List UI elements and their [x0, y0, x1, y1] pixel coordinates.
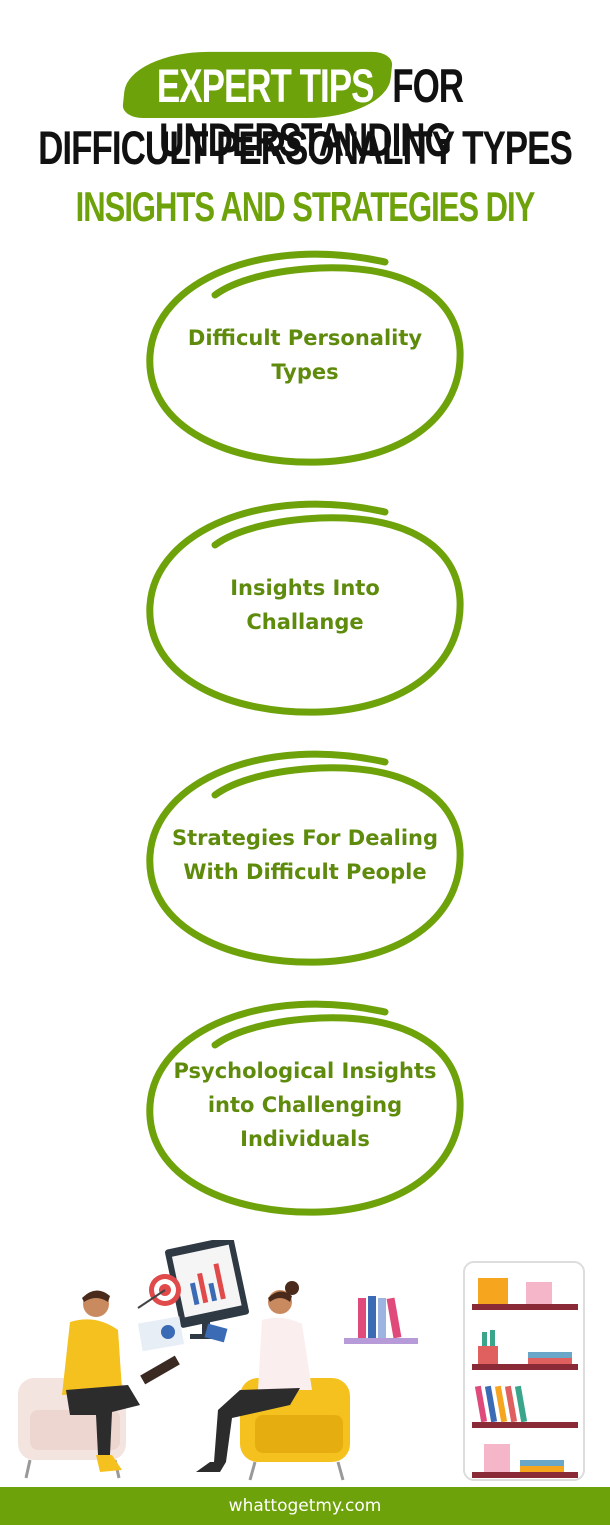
title-highlight: EXPERT TIPS: [147, 60, 384, 113]
man-figure: [62, 1290, 180, 1472]
title-line-2: DIFFICULT PERSONALITY TYPES: [38, 122, 573, 175]
hand-drawn-ring-icon: [146, 500, 464, 716]
footer-site-link[interactable]: whattogetmy.com: [0, 1487, 610, 1525]
circle-item: Strategies For Dealing With Difficult Pe…: [145, 740, 465, 970]
counselling-session-illustration: [18, 1240, 585, 1481]
binder-shelf: [344, 1296, 418, 1344]
title-line-1-rest: FOR UNDERSTANDING: [159, 60, 464, 167]
hand-drawn-ring-icon: [146, 750, 464, 966]
circle-item: Insights Into Challange: [145, 490, 465, 720]
hand-drawn-ring-icon: [146, 250, 464, 466]
papers-icon: [137, 1316, 228, 1352]
circle-label: Difficult Personality Types: [187, 326, 423, 384]
monitor-chart-icon: [165, 1240, 249, 1339]
circle-label: Strategies For Dealing With Difficult Pe…: [171, 826, 439, 884]
circle-label: Insights Into Challange: [230, 576, 380, 634]
woman-figure: [196, 1281, 312, 1472]
circle-item: Difficult Personality Types: [145, 240, 465, 470]
hand-drawn-ring-icon: [146, 1000, 464, 1216]
title-line-1: EXPERT TIPS FOR UNDERSTANDING: [0, 60, 610, 168]
circle-label: Psychological Insights into Challenging …: [173, 1059, 437, 1151]
bookcase: [463, 1261, 585, 1481]
circle-item: Psychological Insights into Challenging …: [145, 990, 465, 1220]
subtitle: INSIGHTS AND STRATEGIES DIY: [75, 183, 536, 231]
target-icon: [137, 1274, 181, 1309]
